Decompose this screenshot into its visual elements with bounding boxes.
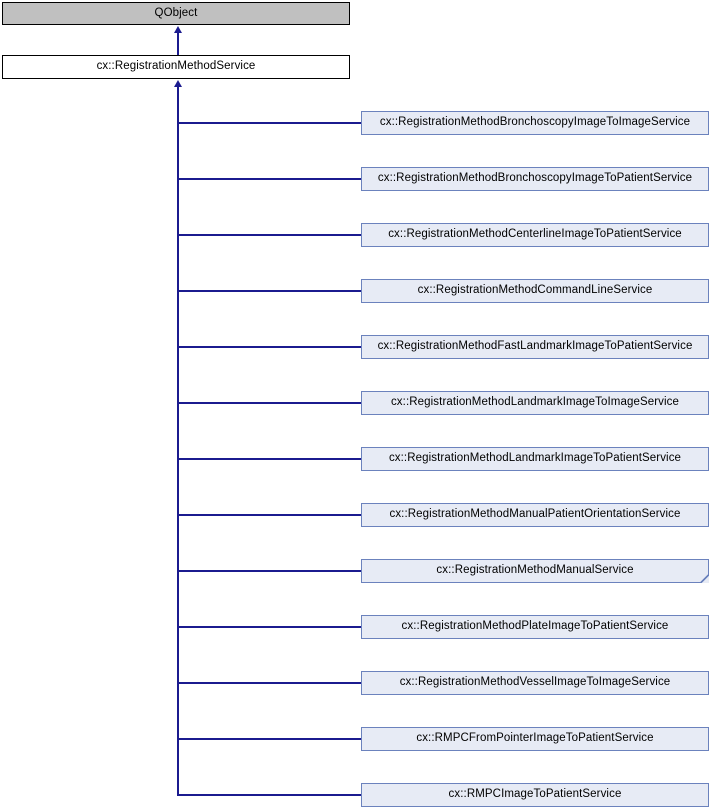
class-node-registration-method-service[interactable]: cx::RegistrationMethodService (2, 55, 350, 79)
inheritance-arrowhead-root (174, 26, 182, 33)
class-node-label: cx::RegistrationMethodCenterlineImageToP… (388, 228, 682, 241)
inheritance-branch-line (177, 178, 361, 180)
class-node-label: cx::RegistrationMethodService (96, 60, 256, 73)
class-node-derived[interactable]: cx::RegistrationMethodManualService (361, 559, 709, 583)
class-node-label: cx::RMPCImageToPatientService (448, 788, 622, 801)
inheritance-branch-line (177, 682, 361, 684)
class-node-derived[interactable]: cx::RegistrationMethodBronchoscopyImageT… (361, 111, 709, 135)
inheritance-branch-line (177, 290, 361, 292)
class-node-derived[interactable]: cx::RegistrationMethodCommandLineService (361, 279, 709, 303)
class-node-label: cx::RegistrationMethodPlateImageToPatien… (401, 620, 669, 633)
inheritance-branch-line (177, 738, 361, 740)
inheritance-branch-line (177, 234, 361, 236)
class-node-derived[interactable]: cx::RegistrationMethodVesselImageToImage… (361, 671, 709, 695)
inheritance-branch-line (177, 346, 361, 348)
class-node-label: cx::RegistrationMethodCommandLineService (417, 284, 653, 297)
inheritance-branch-line (177, 570, 361, 572)
class-node-qobject[interactable]: QObject (2, 2, 350, 25)
inheritance-edge-root (177, 32, 179, 55)
inheritance-arrowhead-base (174, 80, 182, 87)
class-node-label: cx::RMPCFromPointerImageToPatientService (416, 732, 654, 745)
inheritance-branch-line (177, 122, 361, 124)
class-node-derived[interactable]: cx::RMPCFromPointerImageToPatientService (361, 727, 709, 751)
class-node-derived[interactable]: cx::RegistrationMethodBronchoscopyImageT… (361, 167, 709, 191)
class-node-derived[interactable]: cx::RMPCImageToPatientService (361, 783, 709, 807)
class-node-derived[interactable]: cx::RegistrationMethodFastLandmarkImageT… (361, 335, 709, 359)
inheritance-branch-line (177, 458, 361, 460)
class-node-derived[interactable]: cx::RegistrationMethodLandmarkImageToPat… (361, 447, 709, 471)
class-node-derived[interactable]: cx::RegistrationMethodLandmarkImageToIma… (361, 391, 709, 415)
class-node-derived[interactable]: cx::RegistrationMethodManualPatientOrien… (361, 503, 709, 527)
class-node-label: cx::RegistrationMethodManualPatientOrien… (389, 508, 681, 521)
inheritance-branch-line (177, 402, 361, 404)
class-node-label: cx::RegistrationMethodLandmarkImageToIma… (390, 396, 680, 409)
class-node-derived[interactable]: cx::RegistrationMethodCenterlineImageToP… (361, 223, 709, 247)
inheritance-branch-line (177, 626, 361, 628)
class-node-label: cx::RegistrationMethodBronchoscopyImageT… (379, 116, 691, 129)
inheritance-branch-line (177, 514, 361, 516)
class-node-label: QObject (154, 6, 198, 19)
class-node-label: cx::RegistrationMethodBronchoscopyImageT… (377, 172, 693, 185)
class-node-derived[interactable]: cx::RegistrationMethodPlateImageToPatien… (361, 615, 709, 639)
class-node-label: cx::RegistrationMethodManualService (436, 564, 634, 577)
inheritance-trunk-line (177, 86, 179, 795)
inheritance-branch-line (177, 794, 361, 796)
class-node-label: cx::RegistrationMethodFastLandmarkImageT… (377, 340, 693, 353)
class-node-label: cx::RegistrationMethodLandmarkImageToPat… (388, 452, 682, 465)
class-node-label: cx::RegistrationMethodVesselImageToImage… (399, 676, 671, 689)
